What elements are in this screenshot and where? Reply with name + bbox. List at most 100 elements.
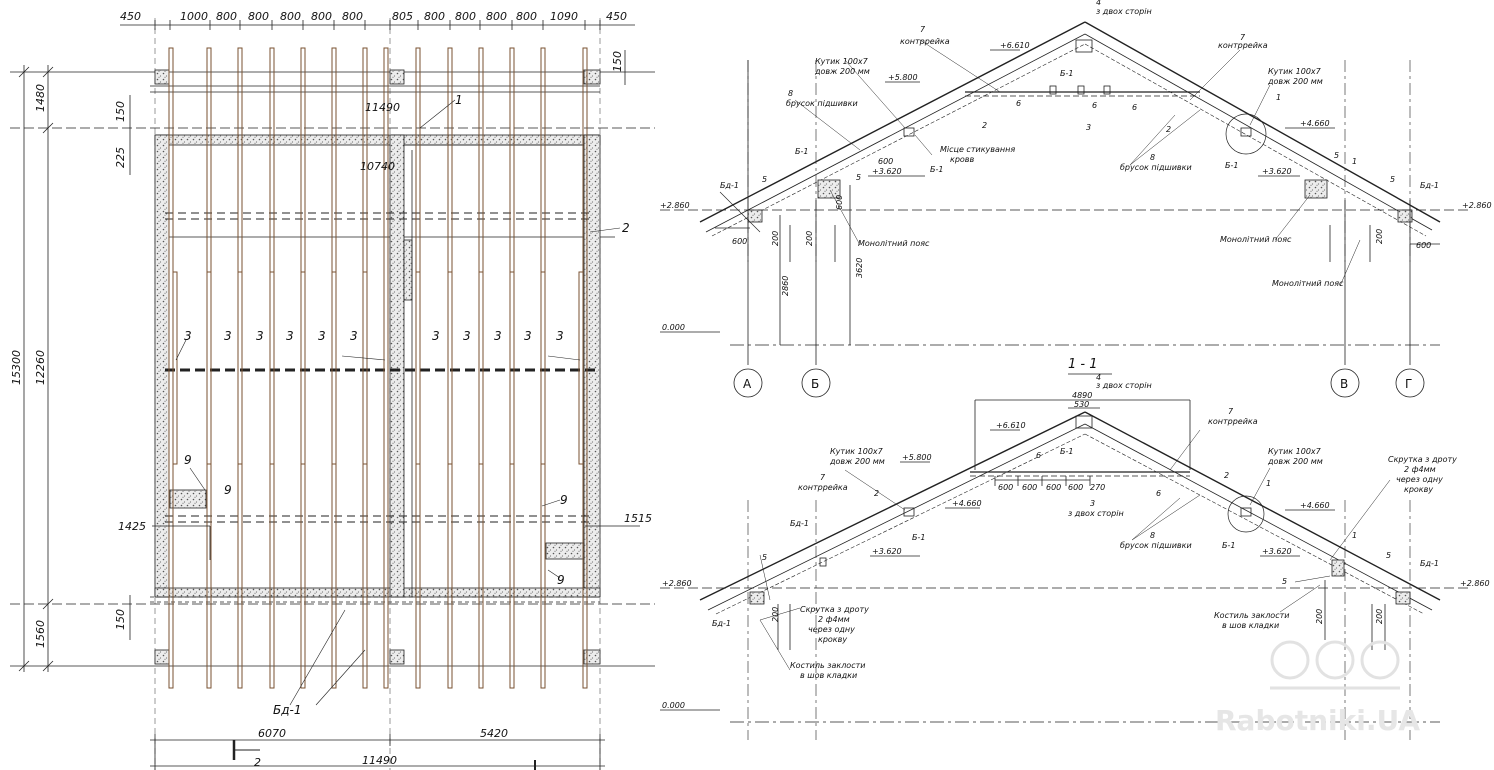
left-small-1425: 1425	[118, 520, 146, 533]
lower-callout-1b: 1	[1352, 531, 1357, 540]
lower-level-0000: 0.000	[662, 701, 685, 710]
upper-callout-7a: 7	[920, 25, 926, 34]
top-dim-6: 800	[311, 10, 332, 23]
top-dim-11: 800	[486, 10, 507, 23]
top-dim-12: 800	[516, 10, 537, 23]
axis-label-b: Б	[811, 377, 819, 391]
lower-ridge-dim-530: 530	[1074, 400, 1089, 409]
upper-dim-600c: 600	[878, 157, 893, 166]
upper-note-b1-left: Б-1	[930, 165, 943, 174]
lower-note-twist-right-a: Скрутка з дроту	[1388, 455, 1457, 464]
lower-level-4660-left: +4.660	[952, 499, 982, 508]
lower-note-crutch-left-b: в шов кладки	[800, 671, 857, 680]
left-small-225: 225	[114, 147, 127, 168]
lower-section-labels: 1 - 1 +6.610 +5.800 +4.660 +3.620 +2.860…	[662, 357, 1490, 710]
lower-callout-5a: 5	[762, 553, 767, 562]
upper-dim-600d: 600	[1416, 241, 1431, 250]
section-title: 1 - 1	[1068, 357, 1098, 372]
lower-purlin-dim-1: 600	[998, 483, 1013, 492]
lower-purlin-dim-4: 600	[1068, 483, 1083, 492]
top-dim-7: 800	[342, 10, 363, 23]
upper-note-belt-left: Монолітний пояс	[858, 239, 930, 248]
callout-3i: 3	[494, 329, 502, 343]
top-dim-4: 800	[248, 10, 269, 23]
callout-3f: 3	[350, 329, 358, 343]
lower-note-both-sides-mid: з двох сторін	[1068, 509, 1124, 518]
bottom-dim-6070: 6070	[258, 727, 286, 740]
upper-dim-200b: 200	[805, 231, 814, 246]
lower-level-6610: +6.610	[996, 421, 1026, 430]
callout-1: 1	[455, 93, 463, 107]
lower-dim-200b: 200	[1315, 609, 1324, 624]
left-dim-15300: 15300	[10, 350, 23, 385]
lower-callout-5b: 5	[1282, 577, 1287, 586]
callout-3g: 3	[432, 329, 440, 343]
upper-note-bd1-left: Бд-1	[720, 181, 739, 190]
lower-note-counter-left: контррейка	[798, 483, 848, 492]
upper-note-b1-right: Б-1	[1225, 161, 1238, 170]
lower-note-twist-right-b: 2 ф4мм	[1404, 465, 1436, 474]
upper-dim-600a: 600	[732, 237, 747, 246]
axis-v: В	[1330, 368, 1360, 398]
upper-dim-200a: 200	[771, 231, 780, 246]
upper-callout-7b: 7	[1240, 33, 1246, 42]
lower-note-twist-left-d: крокву	[818, 635, 847, 644]
masonry-walls	[154, 69, 601, 665]
top-dim-3: 800	[216, 10, 237, 23]
axis-label-g: Г	[1405, 377, 1412, 391]
upper-callout-6a: 6	[1016, 99, 1021, 108]
upper-callout-5b: 5	[856, 173, 861, 182]
upper-note-counter-left: контррейка	[900, 37, 950, 46]
upper-callout-2b: 2	[1166, 125, 1171, 134]
upper-level-2860-left: +2.860	[660, 201, 690, 210]
lower-callout-6a: 6	[1036, 451, 1041, 460]
upper-dim-200c: 200	[1375, 229, 1384, 244]
upper-note-bd1-right: Бд-1	[1420, 181, 1439, 190]
lower-callout-1a: 1	[1266, 479, 1271, 488]
lower-note-bd1-right: Бд-1	[1420, 559, 1439, 568]
top-dim-9: 800	[424, 10, 445, 23]
upper-note-angle-right-b: довж 200 мм	[1267, 77, 1323, 86]
upper-level-4660: +4.660	[1300, 119, 1330, 128]
lower-note-angle-left-a: Кутик 100х7	[830, 447, 884, 456]
lower-note-b1-ridge: Б-1	[1060, 447, 1073, 456]
lower-level-5800: +5.800	[902, 453, 932, 462]
braces	[172, 271, 584, 465]
upper-level-2860-right: +2.860	[1462, 201, 1492, 210]
lower-note-twist-left-a: Скрутка з дроту	[800, 605, 869, 614]
right-small-1515: 1515	[624, 512, 652, 525]
lower-note-counter-right: контррейка	[1208, 417, 1258, 426]
right-small-150: 150	[611, 51, 624, 72]
upper-note-belt-right: Монолітний пояс	[1272, 279, 1344, 288]
callout-3d: 3	[286, 329, 294, 343]
lower-level-3620-left: +3.620	[872, 547, 902, 556]
lower-dim-200c: 200	[1375, 609, 1384, 624]
lower-level-4660-right: +4.660	[1300, 501, 1330, 510]
upper-section-labels: +6.610 +5.800 +3.620 +2.860 +4.660 +3.62…	[660, 0, 1492, 332]
left-dim-12260: 12260	[34, 350, 47, 385]
upper-note-belt-mid: Монолітний пояс	[1220, 235, 1292, 244]
upper-note-junction-a: Місце стикування	[940, 145, 1015, 154]
upper-dim-600b: 600	[835, 195, 844, 210]
upper-note-both-sides: з двох сторін	[1096, 7, 1152, 16]
bottom-dim-11490: 11490	[362, 754, 397, 767]
lower-note-angle-right-a: Кутик 100х7	[1268, 447, 1322, 456]
axis-label-a: А	[743, 377, 752, 391]
upper-level-6610: +6.610	[1000, 41, 1030, 50]
lower-note-b1-right: Б-1	[1222, 541, 1235, 550]
upper-callout-2a: 2	[982, 121, 987, 130]
left-dim-1480: 1480	[34, 84, 47, 112]
lower-callout-4: 4	[1096, 373, 1101, 382]
lower-callout-2a: 2	[874, 489, 879, 498]
upper-callout-5d: 5	[1390, 175, 1395, 184]
upper-dim-3620: 3620	[855, 258, 864, 278]
upper-note-bar-left: брусок підшивки	[786, 99, 858, 108]
lower-note-crutch-left-a: Костиль заклости	[790, 661, 865, 670]
callout-9c: 9	[560, 493, 568, 507]
upper-dim-2860: 2860	[781, 276, 790, 296]
callout-3k: 3	[556, 329, 564, 343]
left-dim-1560: 1560	[34, 620, 47, 648]
axis-b: Б	[801, 368, 831, 398]
lower-callout-5c: 5	[1386, 551, 1391, 560]
